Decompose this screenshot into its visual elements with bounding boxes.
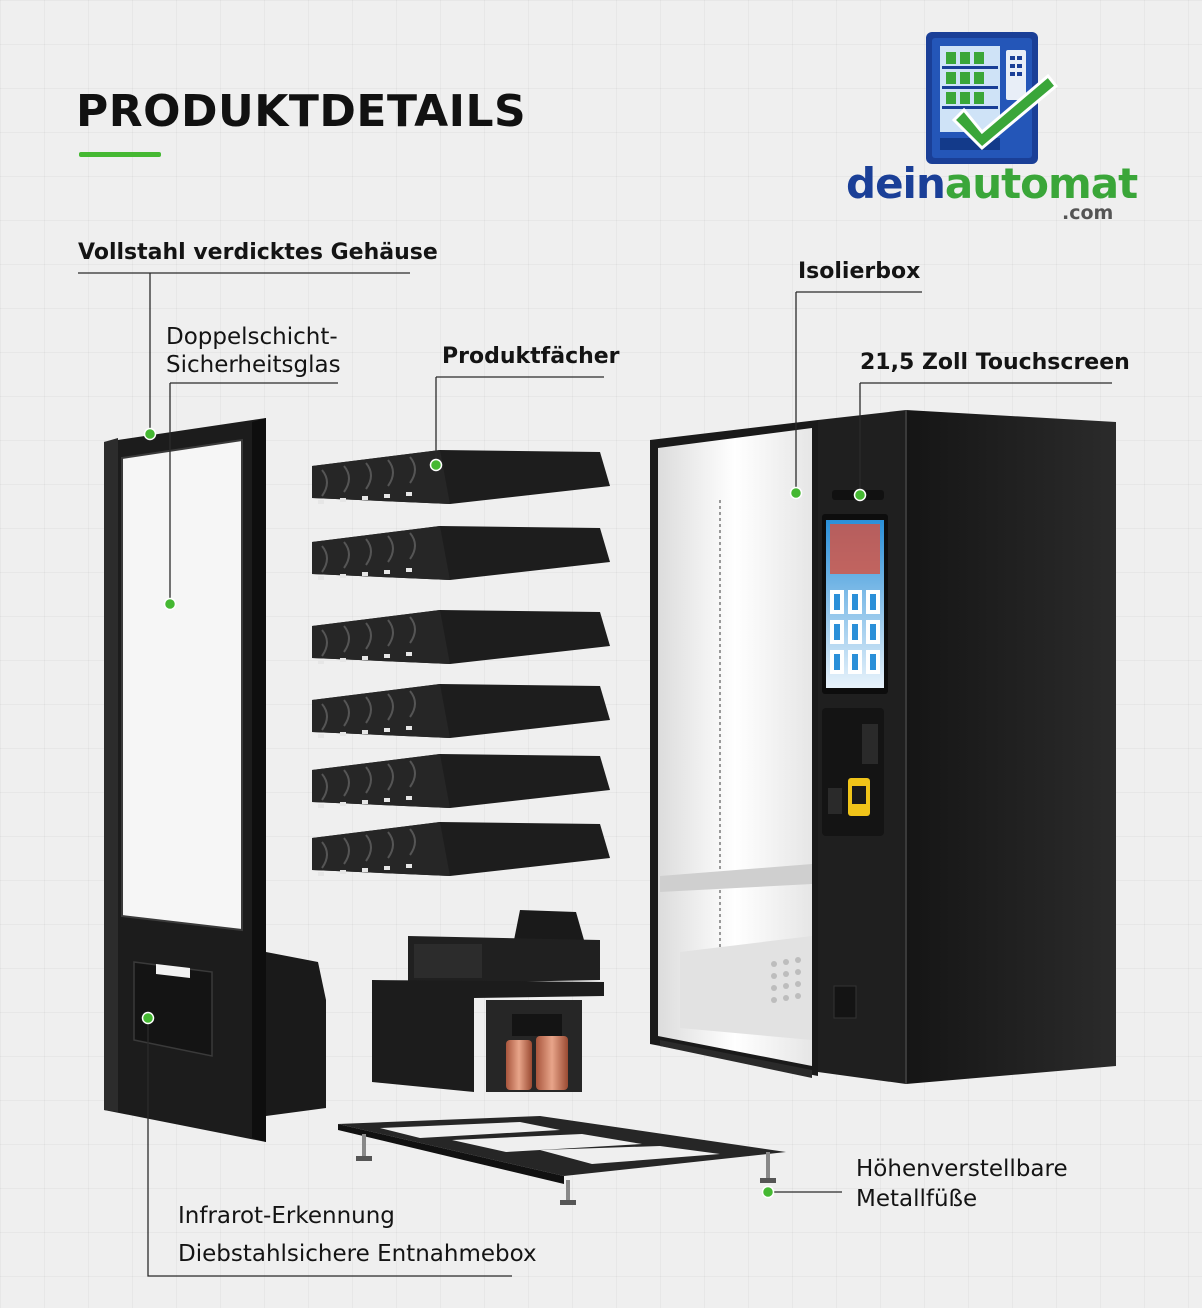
label-fuesse-line2: Metallfüße [856,1186,978,1212]
brand-domain: .com [1062,202,1114,224]
label-fuesse-line1: Höhenverstellbare [856,1156,1068,1182]
marker-dot [163,597,177,611]
marker-dot [761,1185,775,1199]
delivery-unit [372,910,604,1092]
label-glas-line1: Doppelschicht- [166,324,338,350]
vending-machine-checkmark-icon [926,32,1059,164]
marker-dot [853,488,867,502]
product-tray [312,822,610,876]
brand-name-part1: dein [846,159,946,208]
product-tray [312,450,610,504]
label-glas-line2: Sicherheitsglas [166,352,341,378]
brand-name-part2: automat [944,159,1138,208]
page-title: PRODUKTDETAILS [76,86,527,137]
title-underline [79,152,161,157]
product-tray [312,610,610,664]
product-tray [312,754,610,808]
product-tray [312,526,610,580]
base-frame [338,1116,786,1205]
label-isolierbox: Isolierbox [798,259,921,284]
label-gehaeuse: Vollstahl verdicktes Gehäuse [78,240,438,265]
label-infrarot: Infrarot-Erkennung [178,1203,395,1229]
brand-wordmark: deinautomat [846,159,1138,208]
product-tray [312,684,610,738]
glass-door [104,418,326,1142]
marker-dot [141,1011,155,1025]
marker-dot [143,427,157,441]
label-produktfaecher: Produktfächer [442,344,620,369]
leader-lines [78,272,1112,1277]
cabinet [650,410,1116,1084]
marker-dot [429,458,443,472]
marker-dot [789,486,803,500]
label-entnahmebox: Diebstahlsichere Entnahmebox [178,1241,537,1267]
label-touchscreen: 21,5 Zoll Touchscreen [860,350,1130,375]
